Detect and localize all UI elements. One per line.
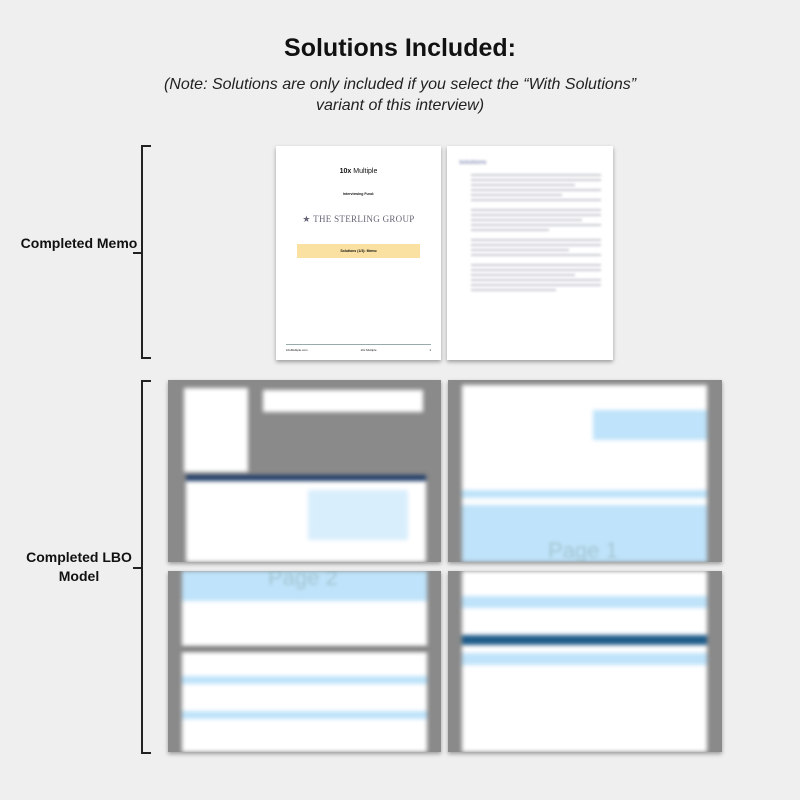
page-watermark: Page 1	[548, 538, 618, 562]
solutions-note: (Note: Solutions are only included if yo…	[163, 76, 637, 114]
memo-cover-page: 10x Multiple Interviewing Fund: ★ THE ST…	[276, 146, 441, 360]
solutions-heading: Solutions	[459, 160, 487, 166]
solutions-band: Solutions (1/3): Memo	[297, 244, 420, 258]
brand-logo: 10x Multiple	[339, 168, 378, 175]
completed-lbo-label: Completed LBO Model	[26, 549, 132, 584]
lbo-screenshot-4	[448, 571, 722, 752]
lbo-bracket	[133, 380, 151, 754]
completed-memo-label: Completed Memo	[20, 235, 138, 251]
page-title: Solutions Included:	[284, 34, 516, 62]
lbo-screenshot-1	[168, 380, 441, 562]
memo-solutions-page: Solutions	[447, 146, 613, 360]
fund-label: Interviewing Fund:	[342, 192, 375, 196]
memo-bracket	[133, 145, 151, 359]
lbo-screenshot-3: Page 2	[168, 571, 441, 752]
lbo-screenshot-2: Page 1	[448, 380, 722, 562]
page-watermark: Page 2	[268, 571, 338, 590]
sterling-group-logo: ★ THE STERLING GROUP	[302, 214, 415, 224]
